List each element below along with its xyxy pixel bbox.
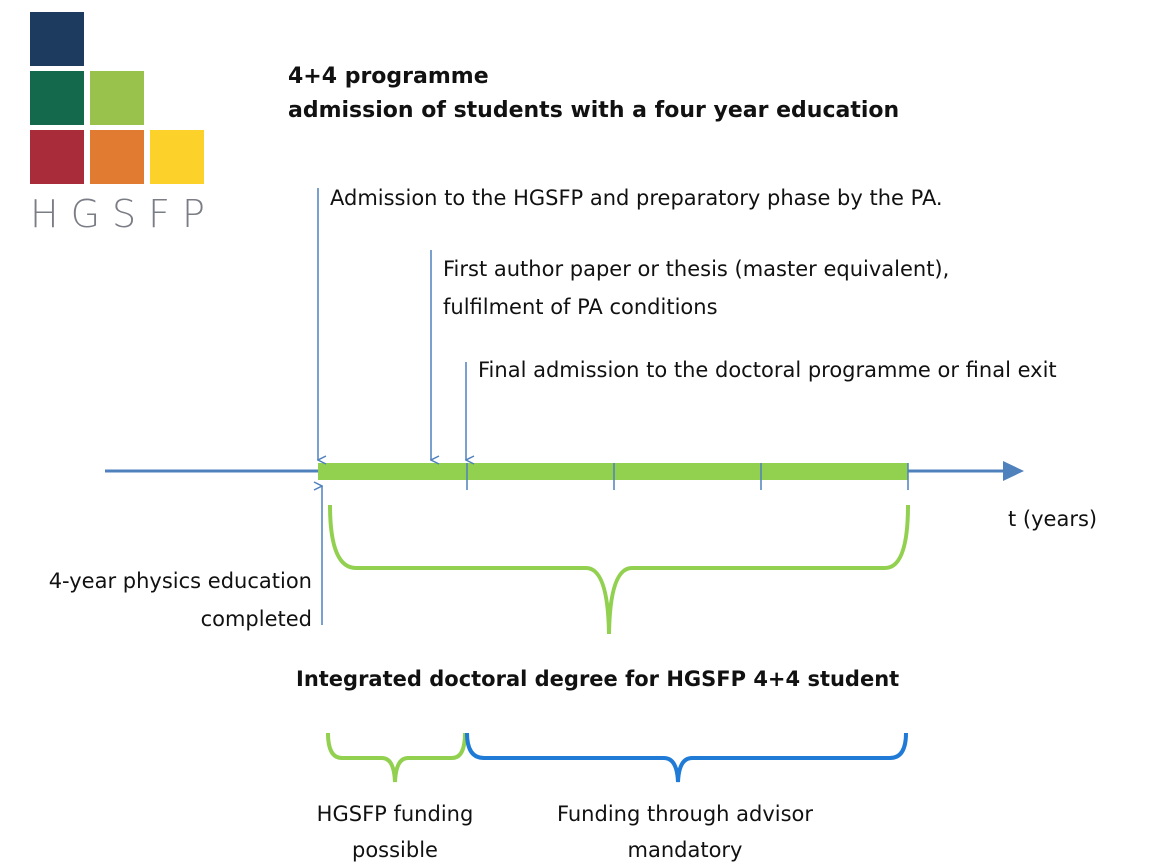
title-line-1: 4+4 programme (288, 64, 489, 89)
milestone-label-paper-line2: fulfilment of PA conditions (443, 295, 718, 319)
logo-square-green (30, 71, 84, 125)
logo-square-navy (30, 12, 84, 66)
degree-brace (328, 504, 910, 635)
milestone-label-admission: Admission to the HGSFP and preparatory p… (330, 186, 943, 210)
milestone-label-paper: First author paper or thesis (master equ… (443, 250, 949, 326)
milestone-label-final: Final admission to the doctoral programm… (478, 358, 1057, 382)
start-label: 4-year physics education completed (0, 562, 312, 638)
start-label-line2: completed (200, 607, 312, 631)
advisor-funding-line1: Funding through advisor (556, 802, 814, 826)
programme-bar (318, 463, 908, 480)
logo-square-red (30, 130, 84, 184)
logo-text: HGSFP (30, 192, 217, 236)
advisor-funding-label: Funding through advisor mandatory (530, 796, 840, 868)
title-line-2: admission of students with a four year e… (288, 98, 900, 123)
start-label-line1: 4-year physics education (48, 569, 312, 593)
logo-square-orange (90, 130, 144, 184)
hgsfp-funding-label: HGSFP funding possible (285, 796, 505, 868)
logo-square-yellow (150, 130, 204, 184)
degree-label: Integrated doctoral degree for HGSFP 4+4… (296, 667, 900, 691)
hgsfp-funding-brace (326, 732, 467, 783)
time-axis-arrowhead (1003, 461, 1024, 481)
hgsfp-funding-line1: HGSFP funding (316, 802, 474, 826)
milestone-label-paper-line1: First author paper or thesis (master equ… (443, 257, 950, 281)
advisor-funding-brace (465, 732, 908, 783)
page-title: 4+4 programme admission of students with… (288, 60, 899, 128)
hgsfp-logo: HGSFP (30, 10, 205, 236)
logo-square-lime (90, 71, 144, 125)
axis-label: t (years) (1008, 507, 1098, 531)
hgsfp-funding-line2: possible (352, 838, 438, 862)
advisor-funding-line2: mandatory (627, 838, 743, 862)
